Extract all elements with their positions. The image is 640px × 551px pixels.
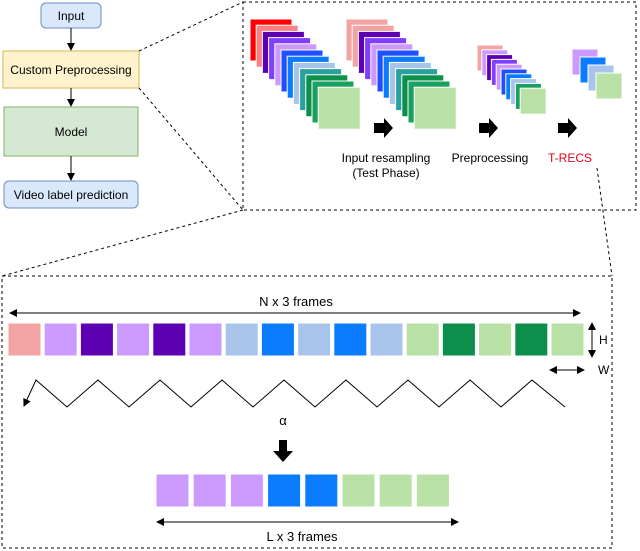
zoom-connector-bottom	[138, 87, 244, 211]
frame-tile	[514, 322, 549, 357]
down-arrow	[273, 440, 293, 462]
pipeline-arrow-1	[374, 118, 393, 138]
stacked-frame	[595, 72, 623, 100]
frame-tile	[116, 322, 151, 357]
detail-connector-right	[596, 167, 613, 277]
frame-tile	[304, 473, 339, 508]
frame-tile	[369, 322, 404, 357]
prediction-label: Video label prediction	[14, 188, 129, 202]
frame-stack-input	[249, 18, 361, 130]
pipeline-arrow-2	[479, 118, 498, 138]
frame-tile	[441, 322, 476, 357]
custom-preprocessing-label: Custom Preprocessing	[10, 63, 131, 77]
frame-tile	[550, 322, 585, 357]
stacked-frame	[317, 86, 361, 130]
frame-tile	[192, 473, 227, 508]
model-label: Model	[55, 125, 88, 139]
prediction-box	[3, 180, 139, 209]
frame-stack-resampled	[345, 18, 457, 130]
detail-connector-left	[1, 209, 244, 277]
trecs-label: T-RECS	[548, 151, 592, 165]
frame-tile	[43, 322, 78, 357]
frame-tile	[152, 322, 187, 357]
output-frame-sequence	[155, 473, 450, 508]
frame-tile	[341, 473, 376, 508]
pipeline-panel	[242, 1, 637, 211]
l-frames-label: L x 3 frames	[266, 529, 338, 544]
frame-tile	[478, 322, 513, 357]
alpha-label: α	[279, 413, 287, 428]
n-frames-label: N x 3 frames	[259, 294, 333, 309]
sampling-zigzag-arrow	[23, 379, 566, 408]
pipeline-arrow-3	[558, 118, 577, 138]
stacked-frame	[519, 87, 547, 115]
stacked-frame	[413, 86, 457, 130]
frame-tile	[229, 473, 264, 508]
frame-tile	[333, 322, 368, 357]
frame-tile	[224, 322, 259, 357]
frame-stack-trecs	[571, 48, 623, 100]
frame-tile	[415, 473, 450, 508]
frame-tile	[378, 473, 413, 508]
frame-tile	[79, 322, 114, 357]
frame-tile	[297, 322, 332, 357]
frame-tile	[260, 322, 295, 357]
frame-tile	[267, 473, 302, 508]
custom-preprocessing-box	[2, 50, 140, 89]
resampling-label-line2: (Test Phase)	[352, 166, 419, 180]
input-box-label: Input	[58, 9, 85, 23]
frame-tile	[155, 473, 190, 508]
flowchart: Input Custom Preprocessing Model Video l…	[2, 2, 140, 209]
zoom-connector-top	[138, 1, 244, 52]
w-dimension-label: W	[598, 363, 610, 377]
frame-stack-preprocessed	[476, 44, 547, 115]
detail-panel	[1, 275, 613, 549]
input-frame-sequence	[7, 322, 585, 357]
frame-tile	[7, 322, 42, 357]
h-dimension-label: H	[599, 333, 608, 347]
preprocessing-label: Preprocessing	[452, 151, 529, 165]
frame-tile	[405, 322, 440, 357]
resampling-label-line1: Input resampling	[342, 151, 431, 165]
frame-tile	[188, 322, 223, 357]
